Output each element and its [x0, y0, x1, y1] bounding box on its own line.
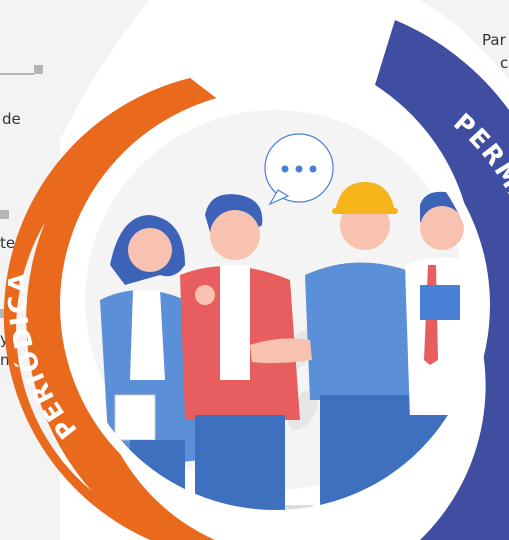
side-text-1: de — [2, 110, 21, 128]
top-right-text-1: Par — [482, 31, 506, 49]
side-text-3: y — [0, 330, 9, 348]
side-text-2: te — [0, 234, 16, 252]
bullet-square — [0, 210, 9, 219]
right-arc-band — [375, 20, 509, 540]
hard-hat-icon — [335, 182, 395, 212]
woman-figure — [100, 215, 200, 510]
speech-bubble-icon — [264, 133, 334, 206]
top-right-text-2: c — [500, 54, 509, 72]
divider-line — [0, 73, 34, 75]
man-red-jacket-figure — [180, 194, 300, 510]
bullet-square — [34, 65, 43, 74]
